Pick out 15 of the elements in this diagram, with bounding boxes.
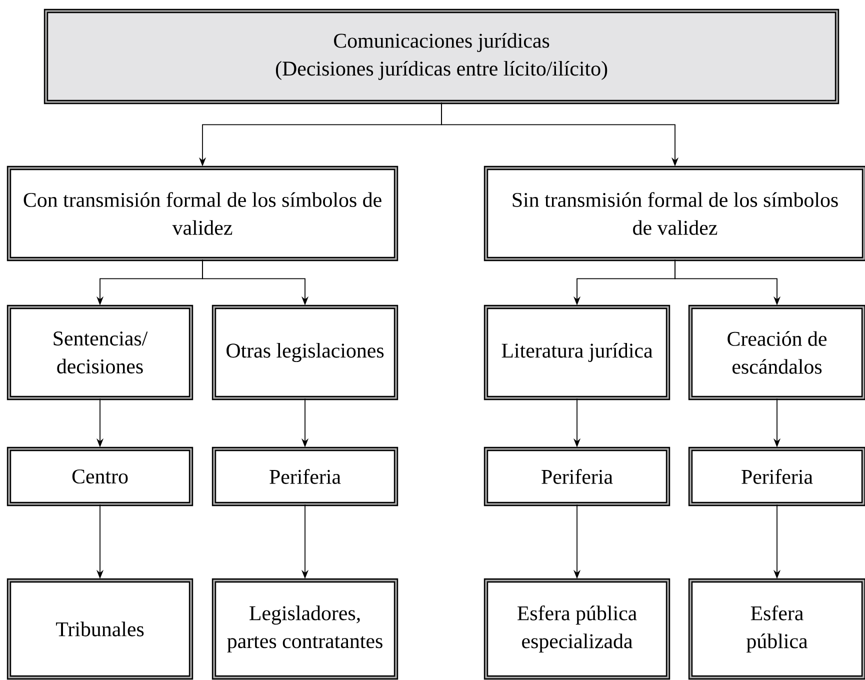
process-box: Centro bbox=[6, 446, 194, 506]
process-box: Sentencias/ decisiones bbox=[6, 304, 194, 400]
process-box: Periferia bbox=[688, 446, 865, 506]
result-box: Esfera pública especializada bbox=[484, 578, 670, 680]
result-box: Esfera pública bbox=[688, 578, 865, 680]
result-box: Tribunales bbox=[6, 578, 194, 680]
category-box: Sin transmisión formal de los símbolos de validez bbox=[484, 166, 865, 262]
process-box: Periferia bbox=[212, 446, 398, 506]
category-box: Con transmisión formal de los símbolos de validez bbox=[6, 166, 398, 262]
process-box: Creación de escándalos bbox=[688, 304, 865, 400]
title-box: Comunicaciones jurídicas (Decisiones jurídicas entre lícito/ilícito) bbox=[44, 8, 840, 104]
process-box: Literatura jurídica bbox=[484, 304, 670, 400]
result-box: Legisladores, partes contratantes bbox=[212, 578, 398, 680]
process-box: Periferia bbox=[484, 446, 670, 506]
process-box: Otras legislaciones bbox=[212, 304, 398, 400]
